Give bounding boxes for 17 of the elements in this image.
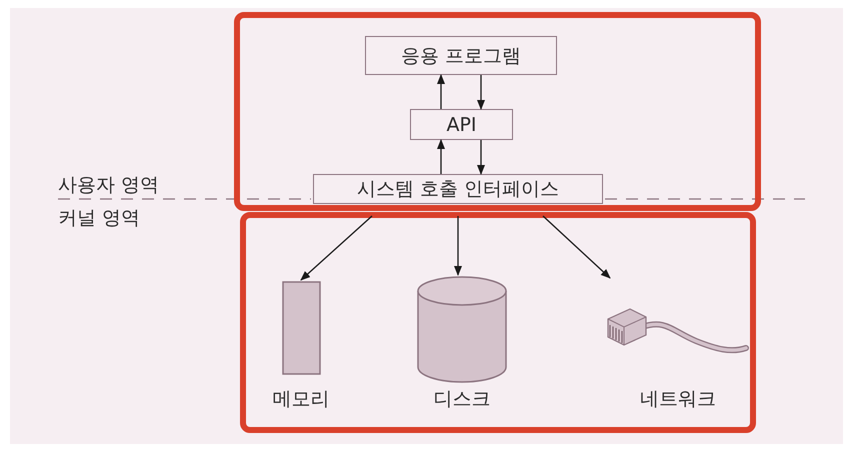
- arrow: [477, 140, 485, 175]
- region-label: 사용자 영역: [58, 173, 160, 198]
- highlight-frame: [234, 12, 761, 211]
- arrow: [542, 216, 611, 279]
- process-box: 시스템 호출 인터페이스: [313, 174, 603, 204]
- arrow: [477, 75, 485, 110]
- process-box: API: [410, 109, 513, 140]
- process-box: 응용 프로그램: [365, 36, 557, 75]
- component-label: 메모리: [272, 387, 330, 412]
- arrow: [437, 139, 445, 174]
- component-label: 디스크: [432, 387, 492, 412]
- arrow: [437, 74, 445, 109]
- region-label: 커널 영역: [58, 206, 140, 231]
- arrow: [454, 216, 462, 276]
- component-label: 네트워크: [639, 387, 717, 412]
- highlight-frame: [240, 212, 756, 433]
- arrow: [300, 216, 372, 281]
